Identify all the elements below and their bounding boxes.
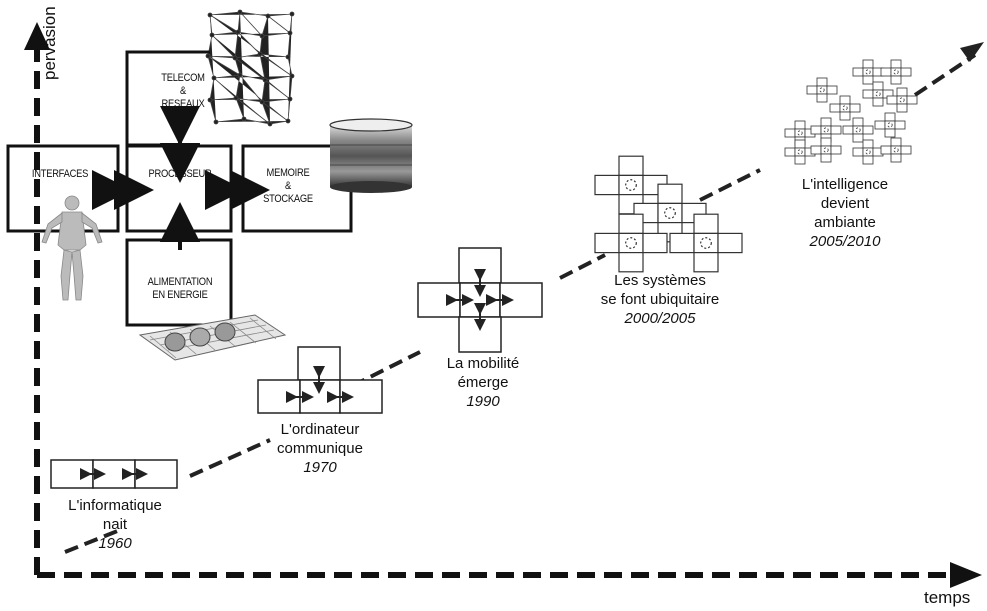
stage-label-2005: L'intelligence devient ambiante 2005/201… — [801, 176, 889, 250]
stage-1960-diagram — [50, 459, 178, 489]
plus-node-3 — [594, 213, 668, 273]
cluster-node-9 — [842, 117, 874, 143]
cluster-node-12 — [810, 137, 842, 163]
cluster-node-11 — [784, 139, 816, 165]
plus-node-4 — [669, 213, 743, 273]
telecom-label: TELECOM & RESEAUX — [161, 72, 205, 110]
network-mesh-icon — [205, 9, 295, 128]
axes — [24, 22, 982, 588]
x-axis-label: temps — [924, 588, 971, 607]
alimentation-label: ALIMENTATION EN ENERGIE — [147, 276, 213, 301]
cluster-node-14 — [880, 137, 912, 163]
solar-battery-icon — [138, 314, 287, 361]
cluster-node-3 — [880, 59, 912, 85]
stage-1990-diagram — [417, 247, 543, 353]
cluster-node-1 — [806, 77, 838, 103]
cluster-node-4 — [862, 81, 894, 107]
stage-label-1960: L'informatique nait 1960 — [68, 497, 162, 552]
stage-label-1990: La mobilité émerge 1990 — [446, 355, 520, 410]
architecture-diagram — [6, 9, 413, 361]
cluster-node-13 — [852, 139, 884, 165]
interfaces-label: INTERFACES — [31, 168, 89, 180]
progression-arrowhead-icon — [960, 42, 984, 62]
stage-2005-diagram — [784, 59, 918, 165]
stage-label-2000: Les systèmes se font ubiquitaire 2000/20… — [600, 272, 720, 327]
x-axis-arrow-icon — [950, 562, 982, 588]
processeur-label: PROCESSEUR — [148, 168, 212, 180]
memoire-label: MEMOIRE & STOCKAGE — [263, 167, 313, 205]
cluster-node-5 — [829, 95, 861, 121]
y-axis-label: pervasion — [40, 6, 59, 80]
stage-1970-diagram — [257, 346, 383, 414]
cluster-node-10 — [874, 112, 906, 138]
human-body-icon — [41, 195, 103, 301]
stage-2000-diagram — [594, 155, 743, 273]
storage-cylinder-icon — [329, 118, 413, 193]
cluster-node-2 — [852, 59, 884, 85]
y-axis-arrow-icon — [24, 22, 50, 50]
cluster-node-6 — [886, 87, 918, 113]
stage-label-1970: L'ordinateur communique 1970 — [277, 421, 363, 476]
